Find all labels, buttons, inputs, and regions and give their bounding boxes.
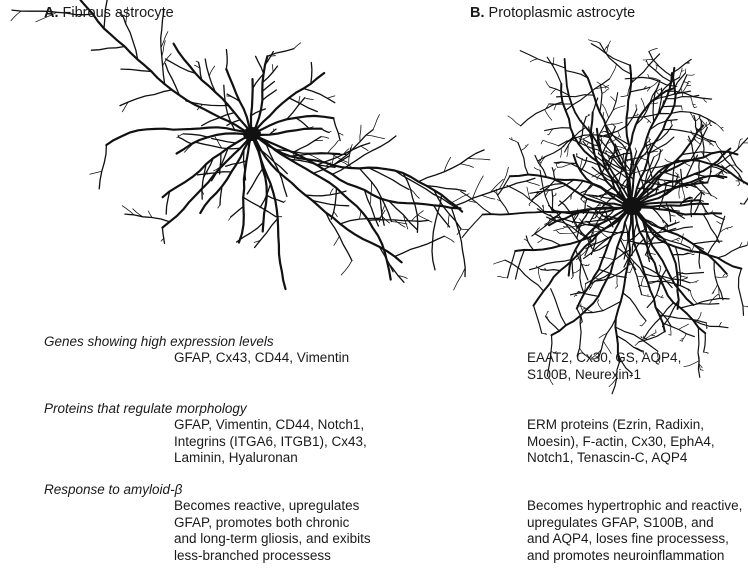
genes-section-label: Genes showing high expression levels bbox=[44, 334, 274, 349]
panel-b-label: Protoplasmic astrocyte bbox=[488, 5, 636, 21]
protoplasmic-genes-text: EAAT2, Cx30, GS, AQP4, S100B, Neurexin-1 bbox=[527, 350, 682, 382]
panel-b-title: B. Protoplasmic astrocyte bbox=[470, 5, 635, 21]
amyloid-section-label: Response to amyloid-β bbox=[44, 482, 183, 497]
protoplasmic-astrocyte-illustration bbox=[460, 39, 748, 395]
protoplasmic-morphology-text: ERM proteins (Ezrin, Radixin, Moesin), F… bbox=[527, 417, 715, 465]
fibrous-genes-text: GFAP, Cx43, CD44, Vimentin bbox=[174, 350, 350, 365]
morphology-section-label: Proteins that regulate morphology bbox=[44, 401, 247, 416]
panel-a-label: Fibrous astrocyte bbox=[62, 5, 174, 21]
fibrous-morphology-text: GFAP, Vimentin, CD44, Notch1, Integrins … bbox=[174, 417, 367, 465]
fibrous-astrocyte-illustration bbox=[10, 0, 540, 291]
protoplasmic-amyloid-text: Becomes hypertrophic and reactive, upreg… bbox=[527, 498, 743, 563]
fibrous-amyloid-text: Becomes reactive, upregulates GFAP, prom… bbox=[174, 498, 371, 563]
panel-b-letter: B. bbox=[470, 5, 485, 21]
